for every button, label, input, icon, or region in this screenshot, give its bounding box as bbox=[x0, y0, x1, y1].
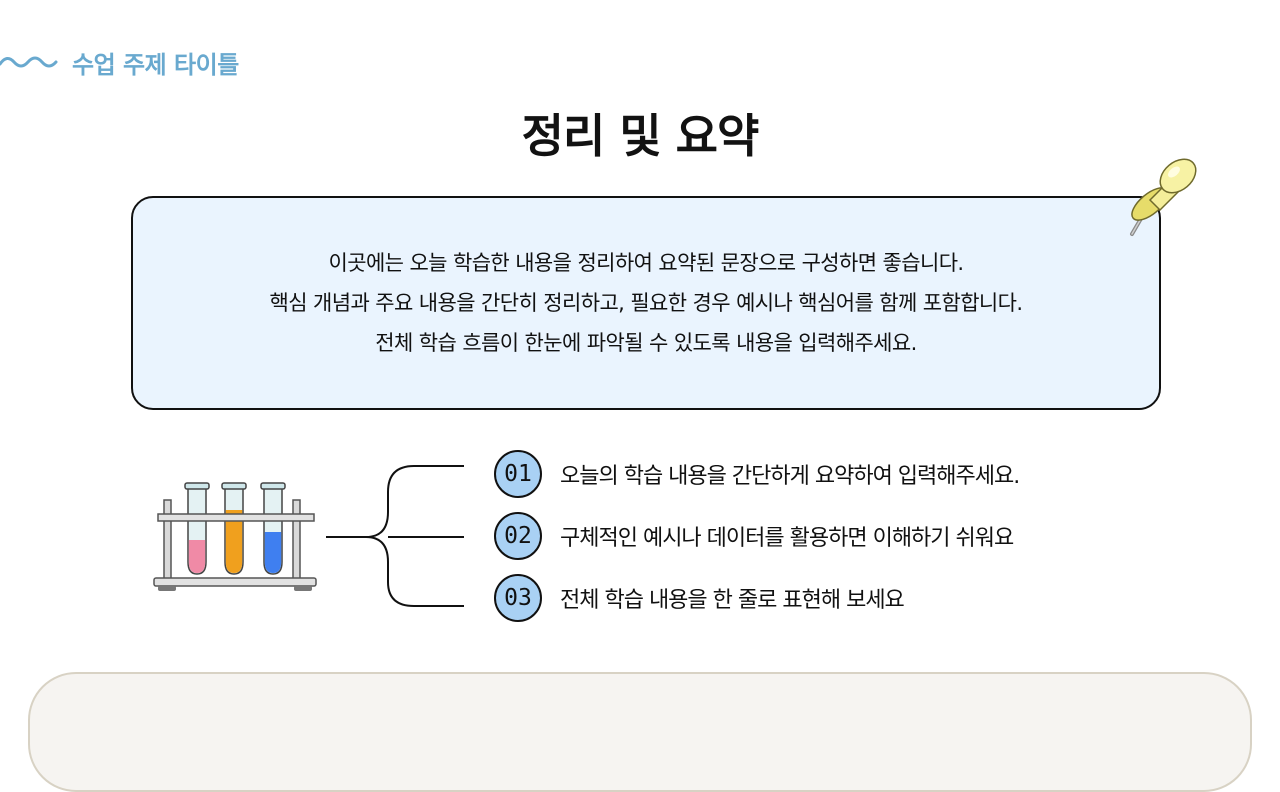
summary-box: 이곳에는 오늘 학습한 내용을 정리하여 요약된 문장으로 구성하면 좋습니다.… bbox=[131, 196, 1161, 410]
bottom-panel bbox=[28, 672, 1252, 792]
summary-line: 전체 학습 흐름이 한눈에 파악될 수 있도록 내용을 입력해주세요. bbox=[375, 331, 917, 355]
subject-title: 수업 주제 타이틀 bbox=[72, 50, 239, 79]
test-tube-pink bbox=[184, 482, 210, 575]
point-number-badge: 02 bbox=[494, 512, 542, 560]
summary-point: 01 오늘의 학습 내용을 간단하게 요약하여 입력해주세요. bbox=[494, 448, 1020, 500]
connector-lines bbox=[326, 465, 464, 607]
point-text: 전체 학습 내용을 한 줄로 표현해 보세요 bbox=[560, 588, 905, 613]
summary-point: 02 구체적인 예시나 데이터를 활용하면 이해하기 쉬워요 bbox=[494, 510, 1014, 562]
summary-line: 이곳에는 오늘 학습한 내용을 정리하여 요약된 문장으로 구성하면 좋습니다. bbox=[328, 251, 965, 275]
test-tube-orange bbox=[221, 482, 247, 575]
point-text: 오늘의 학습 내용을 간단하게 요약하여 입력해주세요. bbox=[560, 464, 1020, 489]
summary-line: 핵심 개념과 주요 내용을 간단히 정리하고, 필요한 경우 예시나 핵심어를 … bbox=[269, 291, 1024, 315]
subject-label: 수업 주제 타이틀 bbox=[0, 44, 239, 80]
test-tube-rack-icon bbox=[153, 482, 317, 591]
test-tube-blue bbox=[260, 482, 286, 575]
point-text: 구체적인 예시나 데이터를 활용하면 이해하기 쉬워요 bbox=[560, 526, 1014, 551]
point-number-badge: 03 bbox=[494, 574, 542, 622]
pushpin-icon bbox=[1130, 158, 1197, 236]
wave-icon bbox=[0, 56, 58, 68]
summary-point: 03 전체 학습 내용을 한 줄로 표현해 보세요 bbox=[494, 572, 905, 624]
page-title: 정리 및 요약 bbox=[521, 109, 760, 163]
point-number-badge: 01 bbox=[494, 450, 542, 498]
